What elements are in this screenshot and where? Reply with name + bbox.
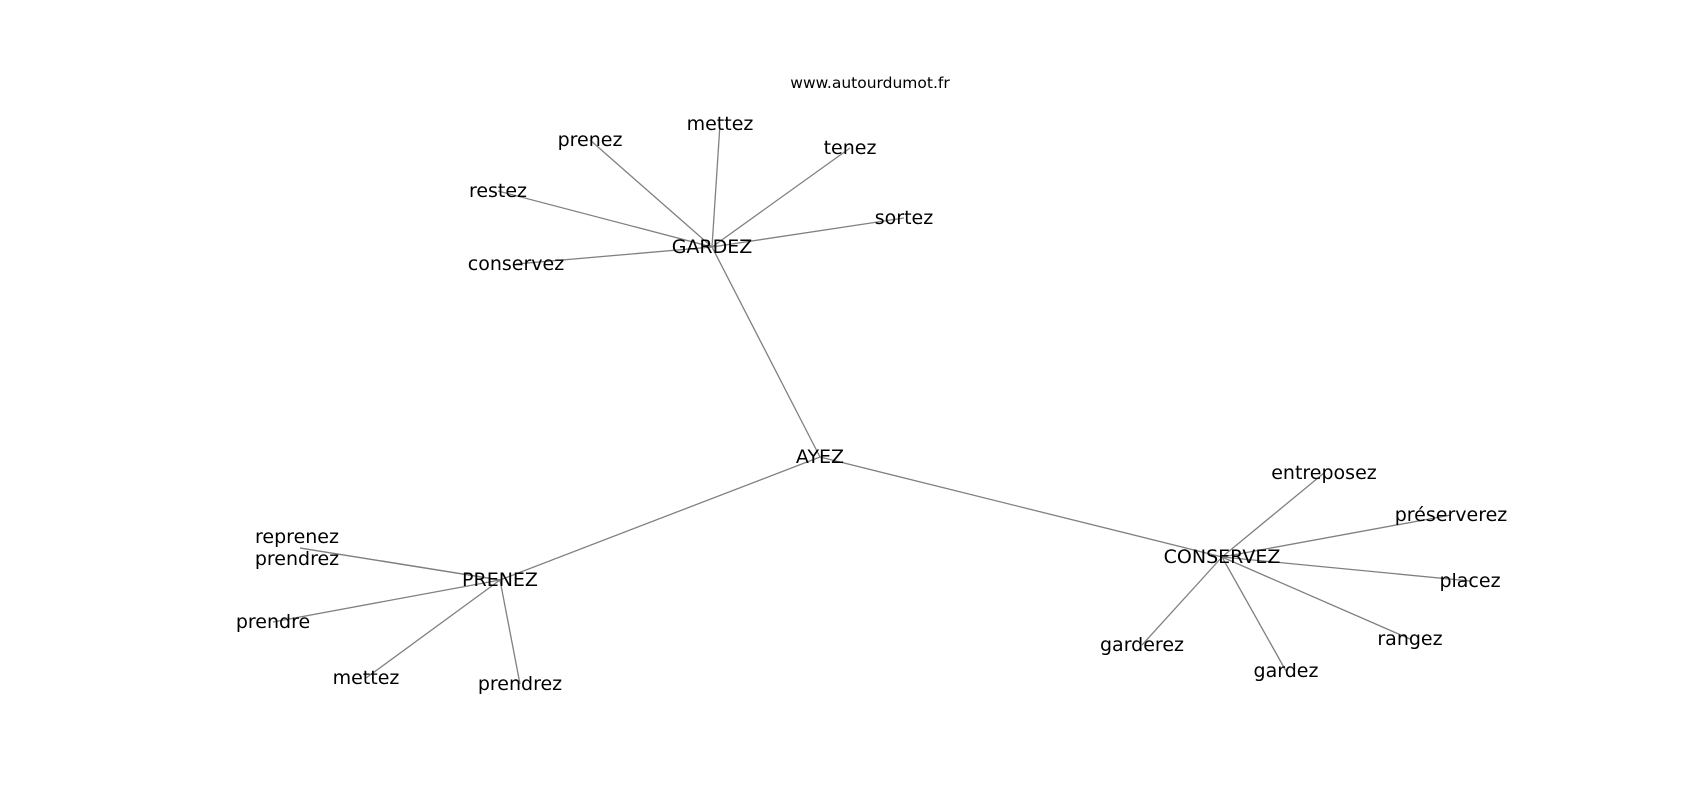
node-c_preserverez: préserverez	[1395, 504, 1508, 526]
edge-gardez_hub-g_conservez	[515, 246, 713, 265]
node-conservez_hub: CONSERVEZ	[1164, 546, 1281, 568]
node-g_sortez: sortez	[875, 207, 933, 229]
edges	[272, 123, 1471, 685]
edge-conservez_hub-c_entreposez	[1221, 472, 1325, 558]
edge-prenez_hub-p_prendre	[272, 579, 501, 623]
nodes: AYEZ GARDEZ PRENEZ CONSERVEZ prenez mettez ten…	[236, 113, 1507, 695]
node-p_mettez: mettez	[333, 667, 400, 689]
edge-gardez_hub-g_restez	[497, 190, 713, 248]
node-prenez_hub: PRENEZ	[462, 569, 538, 591]
edge-ayez-prenez_hub	[499, 456, 821, 581]
edge-conservez_hub-c_placez	[1221, 556, 1471, 582]
node-p_prendrez1: prendrez	[255, 548, 339, 570]
edge-prenez_hub-p_prendrez2	[499, 579, 521, 685]
node-c_rangez: rangez	[1377, 628, 1442, 650]
node-gardez_hub: GARDEZ	[672, 236, 753, 258]
node-g_prenez: prenez	[558, 129, 623, 151]
edge-gardez_hub-g_mettez	[711, 123, 721, 248]
node-c_gardez: gardez	[1254, 660, 1319, 682]
edge-conservez_hub-c_gardez	[1221, 556, 1287, 672]
source-watermark: www.autourdumot.fr	[790, 74, 950, 92]
node-p_prendrez2: prendrez	[478, 673, 562, 695]
node-g_restez: restez	[469, 180, 527, 202]
edge-conservez_hub-c_rangez	[1221, 556, 1411, 640]
node-c_garderez: garderez	[1100, 634, 1184, 656]
node-c_entreposez: entreposez	[1271, 462, 1377, 484]
edge-gardez_hub-g_tenez	[711, 147, 851, 248]
edge-ayez-conservez_hub	[819, 456, 1223, 558]
node-g_mettez: mettez	[687, 113, 754, 135]
edge-prenez_hub-p_prendrez1	[299, 547, 501, 581]
node-g_tenez: tenez	[824, 137, 877, 159]
node-g_conservez: conservez	[468, 253, 564, 275]
edge-ayez-gardez_hub	[711, 246, 821, 458]
edge-conservez_hub-c_preserverez	[1221, 514, 1452, 558]
node-p_prendre: prendre	[236, 611, 310, 633]
edge-gardez_hub-g_sortez	[711, 217, 905, 248]
node-ayez: AYEZ	[796, 446, 844, 468]
node-c_placez: placez	[1439, 570, 1500, 592]
node-p_reprenez: reprenez	[255, 526, 339, 548]
edge-conservez_hub-c_garderez	[1141, 556, 1223, 646]
edge-gardez_hub-g_prenez	[589, 139, 713, 248]
edge-prenez_hub-p_mettez	[365, 579, 501, 679]
